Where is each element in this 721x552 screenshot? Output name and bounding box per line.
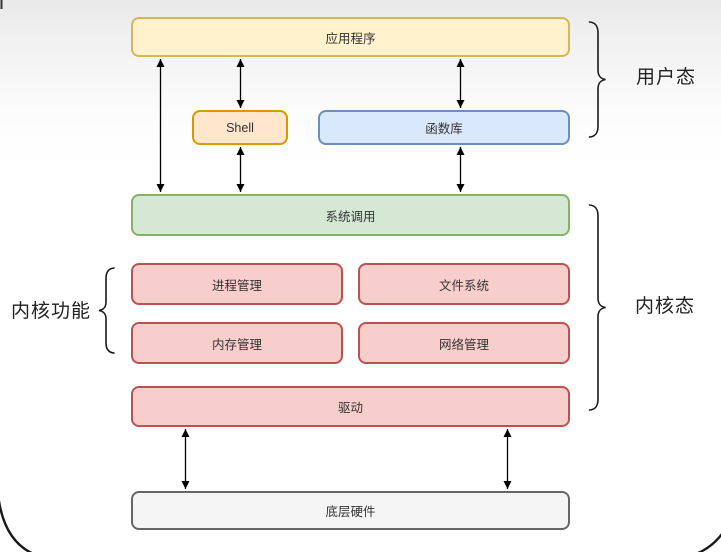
node-file-system-label: 文件系统 xyxy=(438,278,489,293)
annotation-user-mode: 用户态 xyxy=(636,67,697,88)
node-application-label: 应用程序 xyxy=(325,31,376,46)
node-network-management: 网络管理 xyxy=(358,322,570,364)
brace-kernel-mode xyxy=(588,204,606,411)
frame-corner-bottom-right xyxy=(697,533,721,552)
node-shell: Shell xyxy=(192,110,288,145)
node-system-call-label: 系统调用 xyxy=(325,209,376,224)
node-network-management-label: 网络管理 xyxy=(438,337,489,352)
brace-kernel-functions xyxy=(98,267,115,354)
node-driver-label: 驱动 xyxy=(337,401,363,415)
node-application: 应用程序 xyxy=(131,17,570,57)
node-system-call: 系统调用 xyxy=(131,194,570,236)
node-memory-management: 内存管理 xyxy=(131,322,343,364)
node-underlying-hardware-label: 底层硬件 xyxy=(325,505,376,519)
node-shell-label: Shell xyxy=(226,120,254,135)
node-memory-management-label: 内存管理 xyxy=(211,337,262,352)
node-function-library: 函数库 xyxy=(318,110,570,145)
node-driver: 驱动 xyxy=(131,386,570,427)
node-process-management-label: 进程管理 xyxy=(211,278,262,293)
frame-corner-bottom-left xyxy=(0,499,33,552)
node-file-system: 文件系统 xyxy=(358,263,570,305)
node-process-management: 进程管理 xyxy=(131,263,343,305)
node-function-library-label: 函数库 xyxy=(425,122,463,136)
node-underlying-hardware: 底层硬件 xyxy=(131,491,570,530)
annotation-kernel-functions: 内核功能 xyxy=(11,301,92,322)
annotation-kernel-mode: 内核态 xyxy=(635,296,696,317)
brace-user-mode xyxy=(588,21,606,138)
